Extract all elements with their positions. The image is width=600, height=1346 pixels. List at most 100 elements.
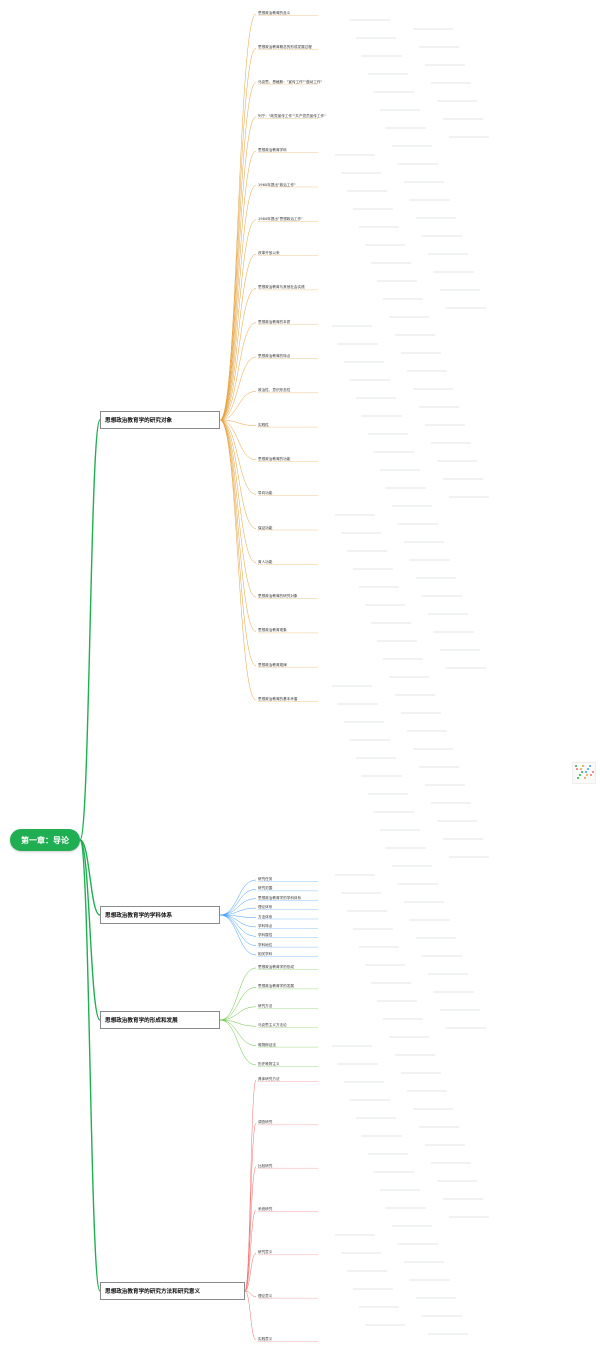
- topic-node[interactable]: 思想政治教育现象: [258, 628, 287, 633]
- connector-line: [244, 1253, 257, 1292]
- connector-line: [219, 48, 257, 421]
- topic-node[interactable]: 思想政治教育学的学科体系: [258, 895, 302, 900]
- connector-line: [79, 839, 101, 1021]
- topic-node[interactable]: 系统研究: [258, 1207, 273, 1211]
- topic-node[interactable]: 导向功能: [258, 491, 273, 496]
- branch-node-3[interactable]: 思想政治教育学的形成和发展: [100, 1011, 220, 1029]
- connector-line: [244, 1290, 257, 1297]
- connector-line: [219, 116, 257, 421]
- topic-node[interactable]: 实践性: [258, 422, 269, 427]
- topic-node[interactable]: 思想政治教育学的形成: [258, 965, 294, 969]
- topic-node[interactable]: 研究任务: [258, 877, 273, 881]
- connector-line: [219, 419, 257, 666]
- minimap-dot: [579, 774, 581, 776]
- topic-node[interactable]: 唯物辩证法: [258, 1042, 276, 1047]
- topic-node[interactable]: 政治性、意识形态性: [258, 388, 291, 393]
- connector-line: [219, 967, 257, 1021]
- connector-line: [219, 889, 257, 916]
- topic-node[interactable]: 思想政治教育的基本矛盾: [258, 697, 298, 701]
- branch-node-4[interactable]: 思想政治教育学的研究方法和研究意义: [100, 1282, 245, 1300]
- connector-line: [219, 391, 257, 421]
- connector-line: [219, 914, 257, 928]
- minimap-dot: [584, 777, 586, 779]
- topic-node[interactable]: 思想政治教育规律: [258, 662, 287, 667]
- connector-line: [219, 219, 257, 421]
- connector-line: [244, 1079, 257, 1292]
- connector-line: [219, 898, 257, 916]
- topic-node[interactable]: 1960年提出"政治工作": [258, 182, 296, 187]
- connector-line: [79, 839, 101, 1292]
- minimap-dot: [580, 768, 582, 770]
- topic-node[interactable]: 思想政治教育的本质: [258, 319, 291, 324]
- branch-node-1[interactable]: 思想政治教育学的研究对象: [100, 411, 220, 429]
- root-node[interactable]: 第一章：导论: [10, 829, 80, 851]
- topic-node[interactable]: 研究范围: [258, 886, 273, 891]
- connector-line: [219, 419, 257, 701]
- connector-line: [219, 150, 257, 421]
- topic-node[interactable]: 具体研究方法: [258, 1077, 280, 1081]
- minimap-dot: [581, 771, 583, 773]
- minimap-dot: [582, 765, 584, 767]
- connector-line: [244, 1209, 257, 1292]
- connector-line: [79, 419, 101, 841]
- topic-node[interactable]: 思想政治教育的含义: [258, 11, 291, 15]
- connector-line: [219, 1006, 257, 1021]
- connector-line: [219, 419, 257, 495]
- minimap-dot: [585, 771, 587, 773]
- connector-line: [219, 82, 257, 421]
- connector-line: [244, 1166, 257, 1292]
- topic-node[interactable]: 研究方法: [258, 1003, 273, 1008]
- topic-node[interactable]: 调查研究: [258, 1120, 273, 1125]
- connector-line: [219, 288, 257, 421]
- connector-line: [219, 13, 257, 421]
- topic-node[interactable]: 思想政治教育学的发展: [258, 984, 294, 989]
- connector-line: [219, 419, 257, 632]
- topic-node[interactable]: 思想政治教育的研究对象: [258, 594, 298, 599]
- topic-node[interactable]: 育人功能: [258, 559, 273, 564]
- connector-line: [219, 419, 257, 598]
- topic-node[interactable]: 马克思、恩格斯："宣传工作""鼓动工作": [258, 79, 323, 84]
- topic-node[interactable]: 保证功能: [258, 525, 273, 530]
- connector-line: [244, 1123, 257, 1292]
- connector-line: [219, 419, 257, 426]
- topic-node[interactable]: 理论意义: [258, 1293, 273, 1298]
- minimap-dot: [587, 768, 589, 770]
- connector-line: [219, 419, 257, 529]
- connector-line: [219, 253, 257, 421]
- topic-node[interactable]: 相关学科: [258, 952, 273, 956]
- minimap-dot: [589, 765, 591, 767]
- topic-node[interactable]: 思想政治教育学科: [258, 148, 287, 153]
- connector-line: [219, 914, 257, 946]
- topic-node[interactable]: 理论体系: [258, 905, 273, 910]
- topic-node[interactable]: 1984年提出"思想政治工作": [258, 216, 303, 221]
- connector-line: [219, 914, 257, 956]
- topic-node[interactable]: 学科属性: [258, 933, 273, 938]
- connector-line: [219, 879, 257, 916]
- connector-line: [219, 1019, 257, 1046]
- connector-line: [219, 322, 257, 421]
- topic-node[interactable]: 比较研究: [258, 1163, 273, 1168]
- branch-node-2[interactable]: 思想政治教育学的学科体系: [100, 906, 220, 924]
- topic-node[interactable]: 思想政治教育的功能: [258, 456, 291, 461]
- minimap-thumbnail[interactable]: [572, 762, 596, 784]
- connector-line: [219, 914, 257, 937]
- topic-node[interactable]: 历史唯物主义: [258, 1062, 280, 1066]
- connector-line: [219, 356, 257, 421]
- topic-node[interactable]: 研究意义: [258, 1250, 273, 1255]
- topic-node[interactable]: 列宁："政党宣传工作""共产党员宣传工作": [258, 113, 326, 118]
- topic-node[interactable]: 方法体系: [258, 914, 273, 919]
- topic-node[interactable]: 思想政治教育的特点: [258, 354, 291, 358]
- topic-node[interactable]: 思想政治教育概念的形成发展过程: [258, 45, 312, 50]
- topic-node[interactable]: 实践意义: [258, 1337, 273, 1341]
- connector-line: [219, 185, 257, 421]
- minimap-dot: [592, 771, 594, 773]
- topic-node[interactable]: 思想政治教育与其他社会实践: [258, 285, 305, 290]
- topic-node[interactable]: 学科地位: [258, 942, 273, 947]
- minimap-dot: [590, 774, 592, 776]
- topic-node[interactable]: 学科特点: [258, 923, 273, 928]
- minimap-dot: [586, 774, 588, 776]
- connector-line: [219, 419, 257, 564]
- topic-node[interactable]: 改革开放以来: [258, 251, 280, 256]
- topic-node[interactable]: 马克思主义方法论: [258, 1023, 287, 1028]
